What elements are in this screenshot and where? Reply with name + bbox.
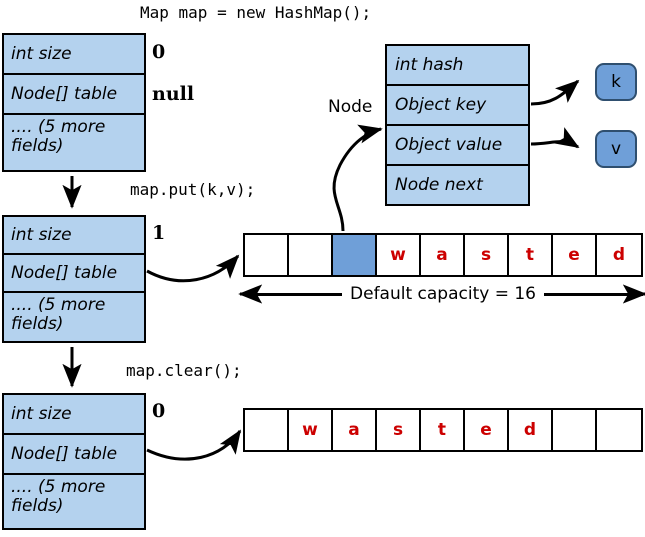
- table-array-stage3: w a s t e d: [243, 408, 643, 452]
- capacity-line-left: [243, 292, 343, 296]
- struct-row-table: Node[] table: [4, 255, 144, 293]
- array-cell: [553, 410, 597, 450]
- array-cell: t: [421, 410, 465, 450]
- struct-row-more-fields: .... (5 more fields): [11, 117, 106, 157]
- value-object-pill: v: [595, 130, 637, 168]
- node-row-hash: int hash: [387, 46, 528, 86]
- table-array-stage2: w a s t e d: [243, 233, 643, 277]
- node-struct: int hash Object key Object value Node ne…: [385, 44, 530, 206]
- node-value-to-v-arrow: [530, 127, 580, 149]
- struct-row-size: int size: [4, 395, 144, 435]
- array-cell: w: [289, 410, 333, 450]
- size-value-stage1: 0: [152, 41, 166, 63]
- struct-row-size: int size: [4, 217, 144, 255]
- array-cell: s: [377, 410, 421, 450]
- capacity-label: Default capacity = 16: [350, 284, 536, 304]
- hashmap-struct-stage2: int size Node[] table .... (5 more field…: [2, 215, 146, 343]
- node-label: Node: [328, 97, 373, 117]
- table-to-array-arrow-stage3: [146, 429, 242, 461]
- array-cell: s: [465, 235, 509, 275]
- array-cell: [597, 410, 641, 450]
- table-to-array-arrow-stage2: [146, 254, 240, 283]
- size-value-stage3: 0: [152, 400, 166, 422]
- array-cell: [289, 235, 333, 275]
- hashmap-struct-stage3: int size Node[] table .... (5 more field…: [2, 393, 146, 530]
- array-cell: d: [597, 235, 641, 275]
- node-row-next: Node next: [395, 175, 483, 195]
- array-cell: t: [509, 235, 553, 275]
- code-caption-constructor: Map map = new HashMap();: [140, 3, 372, 22]
- code-caption-put: map.put(k,v);: [130, 180, 256, 199]
- table-value-stage1: null: [152, 83, 195, 105]
- key-object-pill: k: [595, 63, 637, 101]
- array-cell: a: [421, 235, 465, 275]
- node-row-key: Object key: [387, 86, 528, 126]
- struct-row-table: Node[] table: [4, 75, 144, 115]
- array-cell: e: [465, 410, 509, 450]
- hashmap-struct-stage1: int size Node[] table .... (5 more field…: [2, 33, 146, 172]
- node-row-value: Object value: [387, 126, 528, 166]
- array-cell: [245, 235, 289, 275]
- capacity-line-right: [544, 292, 644, 296]
- array-cell: a: [333, 410, 377, 450]
- array-cell: d: [509, 410, 553, 450]
- capacity-measure: Default capacity = 16: [243, 283, 644, 305]
- bucket-to-node-arrow: [332, 124, 383, 232]
- size-value-stage2: 1: [152, 222, 166, 244]
- struct-row-more-fields: .... (5 more fields): [11, 295, 106, 335]
- struct-row-table: Node[] table: [4, 435, 144, 475]
- array-cell: e: [553, 235, 597, 275]
- struct-row-size: int size: [4, 35, 144, 75]
- array-cell: [245, 410, 289, 450]
- struct-row-more-fields: .... (5 more fields): [11, 477, 106, 517]
- array-cell-occupied: [333, 235, 377, 275]
- code-caption-clear: map.clear();: [126, 361, 242, 380]
- array-cell: w: [377, 235, 421, 275]
- node-key-to-k-arrow: [530, 79, 580, 106]
